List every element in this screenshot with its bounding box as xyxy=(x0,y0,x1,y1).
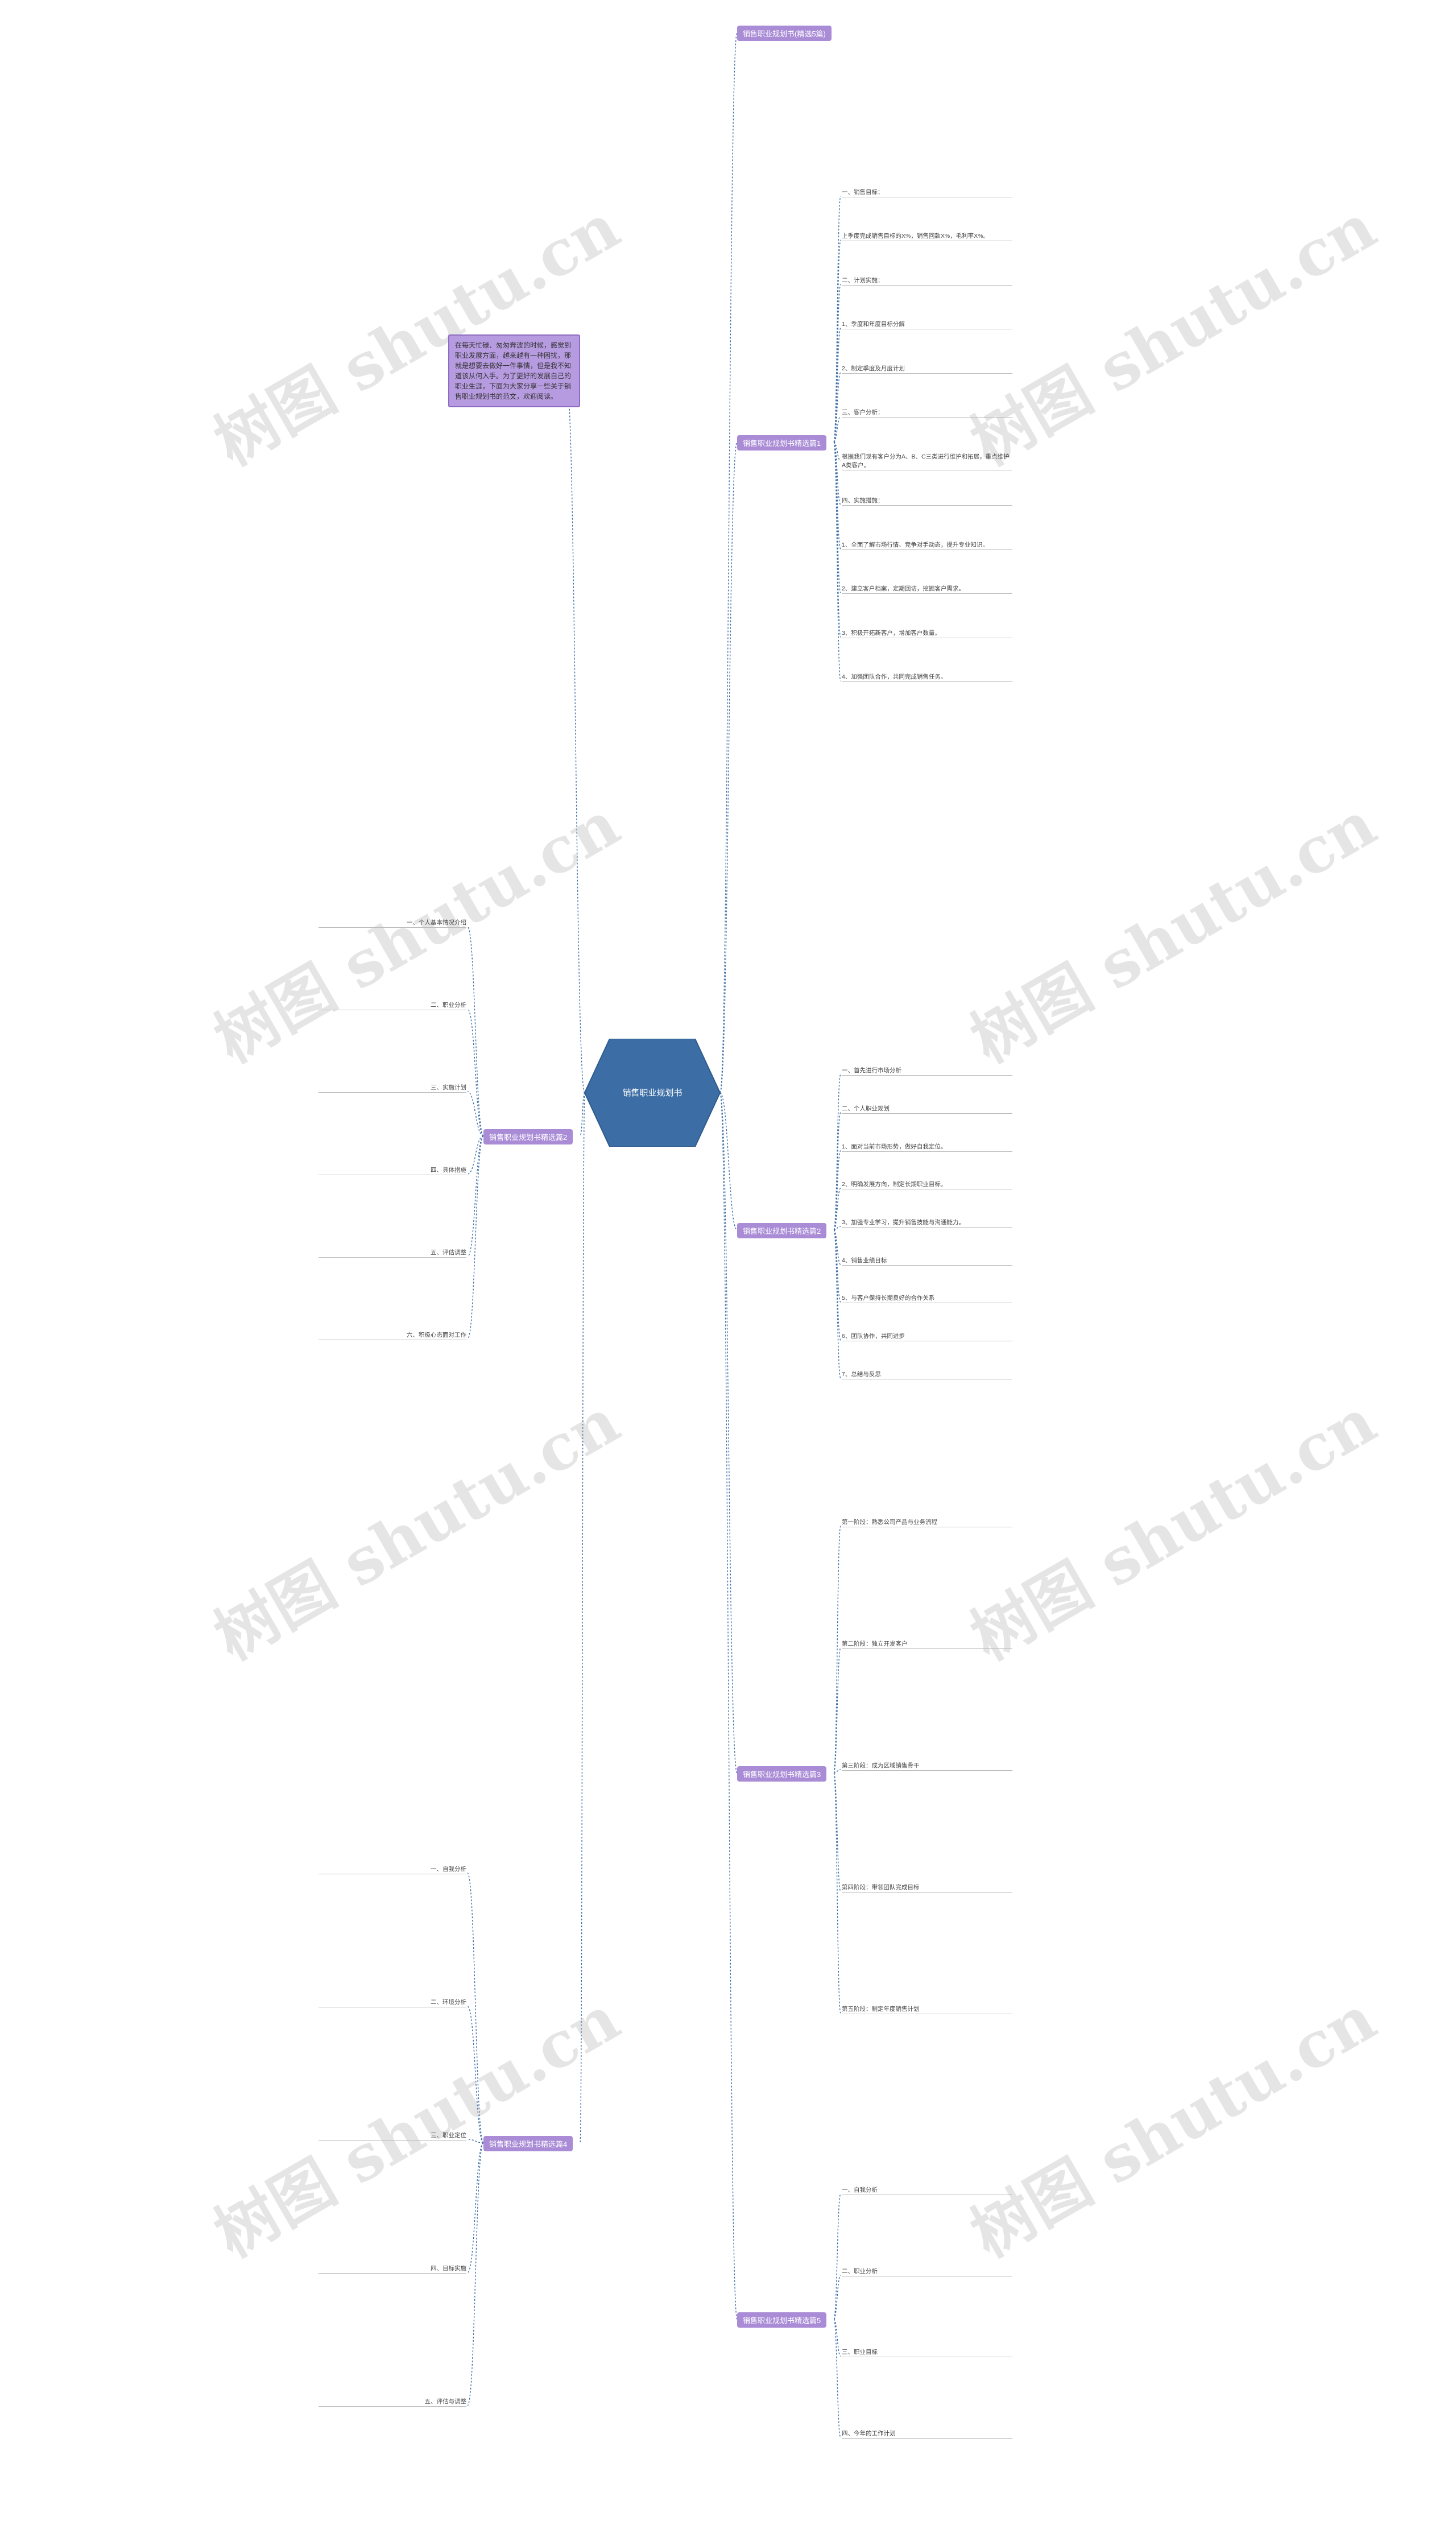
summary-note: 在每天忙碌、匆匆奔波的时候，感觉到职业发展方面，越来越有一种困扰，那就是想要去做… xyxy=(448,334,580,407)
list-item: 五、评估调整 xyxy=(318,1249,466,1258)
connector-line xyxy=(719,32,738,1093)
list-item: 第五阶段：制定年度销售计划 xyxy=(842,2005,1012,2014)
list-item: 五、评估与调整 xyxy=(318,2398,466,2407)
connector-line xyxy=(580,1092,585,1137)
connector-line xyxy=(467,2139,484,2143)
connector-line xyxy=(833,2319,841,2357)
list-item: 二、个人职业规划 xyxy=(842,1105,1012,1114)
branch-node[interactable]: 销售职业规划书精选篇1 xyxy=(737,435,827,451)
connector-line xyxy=(467,2006,484,2143)
connector-line xyxy=(833,2319,841,2438)
connector-line xyxy=(833,1229,841,1303)
list-item: 六、积极心态面对工作 xyxy=(318,1331,466,1340)
list-item: 2、制定季度及月度计划 xyxy=(842,365,1012,374)
list-item: 三、客户分析： xyxy=(842,408,1012,418)
connector-line xyxy=(833,441,841,638)
list-item: 三、实施计划 xyxy=(318,1084,466,1093)
connector-line xyxy=(566,379,585,1093)
list-item: 第一阶段：熟悉公司产品与业务流程 xyxy=(842,1518,1012,1527)
list-item: 2、明确发展方向，制定长期职业目标。 xyxy=(842,1180,1012,1189)
connector-line xyxy=(719,1092,738,1230)
list-item: 三、职业定位 xyxy=(318,2131,466,2141)
connector-line xyxy=(833,441,841,505)
list-item: 1、全面了解市场行情、竞争对手动态，提升专业知识。 xyxy=(842,541,1012,550)
connector-line xyxy=(467,1091,484,1137)
branch-node[interactable]: 销售职业规划书精选篇2 xyxy=(737,1223,827,1238)
list-item: 一、自我分析 xyxy=(842,2186,1012,2195)
list-item: 三、职业目标 xyxy=(842,2348,1012,2357)
connector-line xyxy=(833,1188,841,1230)
connector-line xyxy=(833,1769,841,1774)
list-item: 一、首先进行市场分析 xyxy=(842,1067,1012,1076)
connector-line xyxy=(833,1150,841,1230)
list-item: 1、季度和年度目标分解 xyxy=(842,320,1012,329)
connector-line xyxy=(833,328,841,443)
list-item: 上季度完成销售目标的X%，销售回款X%，毛利率X%。 xyxy=(842,232,1012,241)
connector-line xyxy=(833,372,841,443)
list-item: 四、实施措施： xyxy=(842,497,1012,506)
connector-line xyxy=(833,1647,841,1774)
connector-line xyxy=(833,1772,841,1892)
connector-line xyxy=(719,1092,738,1774)
list-item: 二、环境分析 xyxy=(318,1998,466,2007)
list-item: 1、面对当前市场形势，做好自我定位。 xyxy=(842,1143,1012,1152)
connector-line xyxy=(833,1229,841,1379)
connector-line xyxy=(467,1135,484,1175)
connector-line xyxy=(467,2142,484,2273)
connector-line xyxy=(467,1135,484,1257)
root-label: 销售职业规划书 xyxy=(622,1088,682,1098)
list-item: 第三阶段：成为区域销售骨干 xyxy=(842,1762,1012,1771)
list-item: 一、销售目标： xyxy=(842,188,1012,197)
list-item: 7、总结与反思 xyxy=(842,1370,1012,1379)
list-item: 四、目标实施 xyxy=(318,2265,466,2274)
connector-line xyxy=(467,1873,484,2143)
list-item: 二、职业分析 xyxy=(318,1001,466,1010)
branch-node[interactable]: 销售职业规划书精选篇2 xyxy=(483,1129,573,1144)
list-item: 四、今年的工作计划 xyxy=(842,2429,1012,2439)
list-item: 第四阶段：带领团队完成目标 xyxy=(842,1883,1012,1892)
connector-line xyxy=(580,1092,585,2143)
branch-node[interactable]: 销售职业规划书精选篇5 xyxy=(737,2312,827,2328)
list-item: 二、职业分析 xyxy=(842,2267,1012,2276)
list-item: 2、建立客户档案，定期回访，挖掘客户需求。 xyxy=(842,585,1012,594)
connector-line xyxy=(833,2193,841,2320)
connector-line xyxy=(833,1229,841,1265)
connector-line xyxy=(719,441,738,1093)
list-item: 5、与客户保持长期良好的合作关系 xyxy=(842,1294,1012,1303)
list-item: 根据我们现有客户分为A、B、C三类进行维护和拓展，重点维护A类客户。 xyxy=(842,453,1012,470)
list-item: 4、加强团队合作，共同完成销售任务。 xyxy=(842,673,1012,682)
list-item: 6、团队协作，共同进步 xyxy=(842,1332,1012,1341)
connector-line xyxy=(467,926,484,1137)
branch-node[interactable]: 销售职业规划书(精选5篇) xyxy=(737,26,832,41)
list-item: 一、个人基本情况介绍 xyxy=(318,919,466,928)
branch-node[interactable]: 销售职业规划书精选篇4 xyxy=(483,2136,573,2151)
connector-line xyxy=(833,441,841,549)
connector-line xyxy=(719,1092,738,2320)
list-item: 3、加强专业学习，提升销售技能与沟通能力。 xyxy=(842,1218,1012,1228)
branch-node[interactable]: 销售职业规划书精选篇3 xyxy=(737,1766,827,1782)
connector-line xyxy=(833,1074,841,1230)
connector-line xyxy=(467,2142,484,2406)
root-node[interactable]: 销售职业规划书 xyxy=(585,1039,720,1147)
connector-line xyxy=(833,441,841,681)
list-item: 第二阶段：独立开发客户 xyxy=(842,1640,1012,1649)
list-item: 二、计划实施： xyxy=(842,276,1012,286)
list-item: 一、自我分析 xyxy=(318,1865,466,1874)
list-item: 4、销售业绩目标 xyxy=(842,1257,1012,1266)
connector-line xyxy=(833,416,841,443)
connector-line xyxy=(833,2275,841,2320)
connector-line xyxy=(833,1526,841,1774)
connector-line xyxy=(833,441,841,461)
connector-line xyxy=(467,1135,484,1340)
connector-line xyxy=(833,1772,841,2014)
connector-line xyxy=(467,1009,484,1137)
connector-line xyxy=(833,1226,841,1230)
connector-line xyxy=(833,1112,841,1230)
list-item: 3、积极开拓新客户，增加客户数量。 xyxy=(842,629,1012,638)
list-item: 四、具体措施 xyxy=(318,1166,466,1175)
